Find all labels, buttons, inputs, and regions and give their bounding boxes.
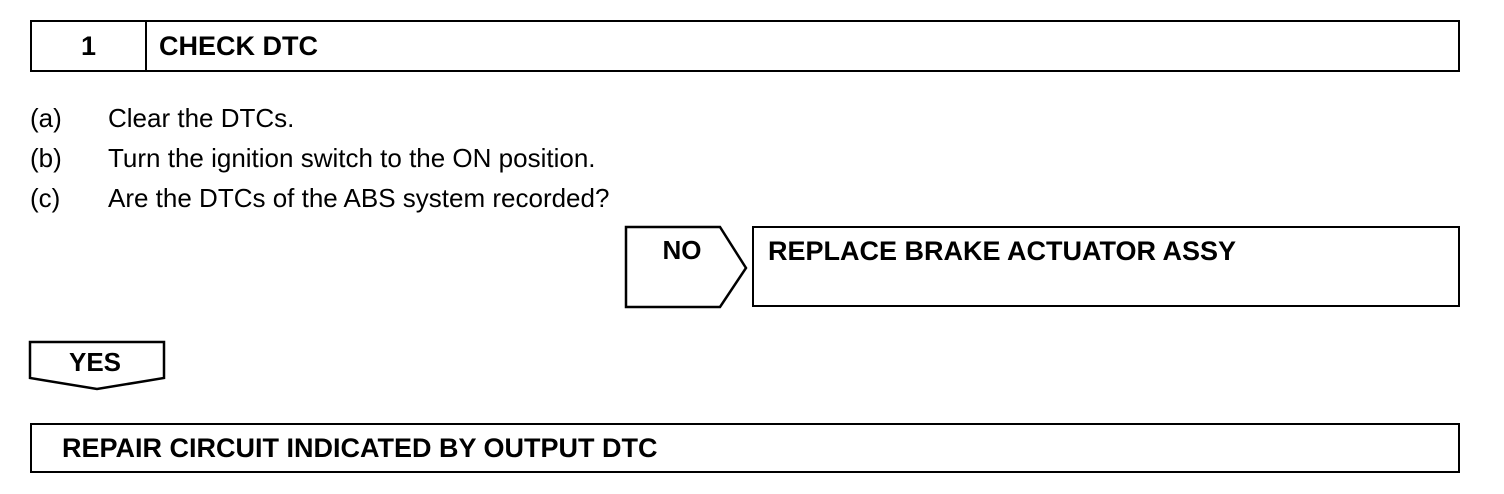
instruction-text: Clear the DTCs. (108, 103, 295, 133)
instruction-letter: (a) (30, 103, 62, 133)
no-label: NO (662, 235, 702, 265)
step-header: 1 CHECK DTC (30, 20, 1460, 72)
step-title: CHECK DTC (159, 30, 318, 61)
instruction-item: (a) Clear the DTCs. (30, 98, 609, 138)
instruction-item: (c) Are the DTCs of the ABS system recor… (30, 178, 609, 218)
instruction-text: Are the DTCs of the ABS system recorded? (108, 183, 610, 213)
instruction-letter: (c) (30, 183, 61, 213)
no-result-box: REPLACE BRAKE ACTUATOR ASSY (752, 226, 1460, 307)
instruction-item: (b) Turn the ignition switch to the ON p… (30, 138, 609, 178)
instruction-text: Turn the ignition switch to the ON posit… (108, 143, 596, 173)
yes-result-box: REPAIR CIRCUIT INDICATED BY OUTPUT DTC (30, 423, 1460, 473)
yes-arrow-shape (28, 340, 166, 391)
step-number: 1 (32, 22, 147, 70)
no-arrow-shape (624, 225, 748, 309)
instruction-list: (a) Clear the DTCs. (b) Turn the ignitio… (30, 98, 609, 218)
instruction-letter: (b) (30, 143, 62, 173)
yes-label: YES (68, 347, 122, 377)
